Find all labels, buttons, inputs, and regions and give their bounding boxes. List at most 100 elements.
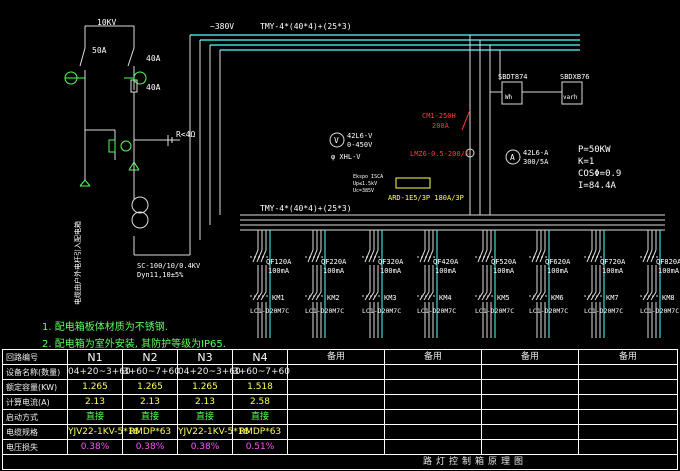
table-cell: [578, 394, 678, 410]
incomer-breaker-model: CM1-250H: [422, 112, 456, 120]
wh-meter-model: SBDT874: [498, 73, 528, 81]
ground-resistance: R<4Ω: [176, 130, 195, 139]
feeder-4: [417, 230, 438, 338]
table-cell: 0.38%: [177, 439, 233, 455]
feeder-breaker-label: QF820A: [656, 258, 680, 266]
table-cell: [578, 409, 678, 425]
table-cell: 0.38%: [122, 439, 178, 455]
ammeter-range: 300/5A: [523, 158, 549, 166]
vertical-note: 电缆由户外电杆引入配电箱: [73, 221, 82, 305]
table-cell: YJV22-1KV-5*16: [67, 424, 139, 440]
feeder-rcd-label: 100mA: [435, 267, 457, 275]
transformer-symbol: [131, 196, 149, 229]
load-factor: K=1: [578, 157, 594, 167]
load-current: I=84.4A: [578, 181, 617, 191]
feeder-contactor-model: LC1-D20M7C: [417, 307, 456, 315]
table-cell: 直接: [122, 409, 178, 425]
feeder-rcd-label: 100mA: [323, 267, 345, 275]
feeder-labels: QF120A100mAKM1LC1-D20M7CQF220A100mAKM2LC…: [250, 258, 680, 315]
voltmeter-model: 42L6-V: [347, 132, 373, 140]
table-cell: [287, 424, 385, 440]
header-cell: N1: [67, 349, 123, 365]
load-cosphi: COSΦ=0.9: [578, 169, 621, 179]
header-cell: 备用: [384, 349, 482, 365]
feeder-contactor-model: LC1-D20M7C: [362, 307, 401, 315]
table-cell: [384, 439, 482, 455]
hv-green-elements: [64, 71, 147, 187]
secondary-bus-label: TMY-4*(40*4)+(25*3): [260, 204, 352, 213]
feeder-breaker-label: QF320A: [378, 258, 404, 266]
table-cell: [481, 439, 579, 455]
table-cell: [578, 424, 678, 440]
feeder-contactor-model: LC1-D20M7C: [584, 307, 623, 315]
feeder-contactor-model: LC1-D20M7C: [250, 307, 289, 315]
wh-meter-box: Wh: [505, 94, 513, 101]
feeder-3: [362, 230, 383, 338]
table-cell: [481, 409, 579, 425]
table-cell: 3+60~7+60: [232, 364, 290, 380]
fuse-50a: 50A: [92, 46, 107, 55]
feeder-contactor-id: KM5: [497, 294, 510, 302]
feeder-rcd-label: 100mA: [268, 267, 290, 275]
table-cell: 2.13: [67, 394, 123, 410]
table-row: 启动方式直接直接直接直接: [2, 409, 678, 425]
voltage-10kv: 10KV: [97, 18, 116, 27]
feeder-contactor-id: KM3: [384, 294, 397, 302]
table-cell: [384, 424, 482, 440]
feeder-8: [640, 230, 661, 338]
header-label: 回路编号: [2, 349, 68, 365]
feeder-contactor-id: KM8: [662, 294, 675, 302]
table-cell: 直接: [232, 409, 288, 425]
feeder-breaker-label: QF620A: [545, 258, 571, 266]
voltmeter-symbol-label: V: [334, 136, 339, 145]
table-cell: RMDP*63: [122, 424, 178, 440]
secondary-bus: [240, 214, 665, 231]
table-cell: [578, 439, 678, 455]
table-cell: 直接: [177, 409, 233, 425]
feeder-5: [475, 230, 496, 338]
feeder-2: [305, 230, 326, 338]
feeder-1: [250, 230, 271, 338]
header-cell: 备用: [287, 349, 385, 365]
row-label: 电压损失: [2, 439, 68, 455]
ammeter-model: 42L6-A: [523, 149, 549, 157]
bus-tmy-label: TMY-4*(40*4)+(25*3): [260, 22, 352, 31]
incomer-breaker-symbol: [461, 109, 471, 131]
table-cell: [481, 394, 579, 410]
table-footer: 路灯控制箱原理图: [2, 454, 678, 470]
feeder-breaker-label: QF720A: [600, 258, 626, 266]
table-cell: 1.265: [122, 379, 178, 395]
note-2: 2. 配电箱为室外安装, 其防护等级为IP65.: [42, 339, 226, 350]
feeder-rcd-label: 100mA: [658, 267, 680, 275]
switch-40a-top: 40A: [146, 54, 161, 63]
table-cell: [287, 409, 385, 425]
varh-meter-box: varh: [563, 94, 578, 101]
switch-40a-bot: 40A: [146, 83, 161, 92]
table-cell: [578, 364, 678, 380]
table-cell: [481, 379, 579, 395]
spd-small-3: Uc=385V: [353, 188, 374, 194]
voltmeter-range: 0-450V: [347, 141, 373, 149]
table-cell: 1.518: [232, 379, 288, 395]
table-cell: RMDP*63: [232, 424, 288, 440]
table-cell: 直接: [67, 409, 123, 425]
feeder-contactor-id: KM1: [272, 294, 285, 302]
table-cell: [384, 379, 482, 395]
feeder-contactor-model: LC1-D20M7C: [305, 307, 344, 315]
incomer-breaker-rating: 200A: [432, 122, 450, 130]
voltmeter-switch: φ XHL-V: [331, 153, 361, 161]
table-cell: 04+20~3+60: [67, 364, 131, 380]
table-cell: [481, 424, 579, 440]
table-cell: [287, 364, 385, 380]
spd-label: ARD-1E5/3P 180A/3P: [388, 194, 464, 202]
header-cell: N3: [177, 349, 233, 365]
feeder-contactor-model: LC1-D20M7C: [529, 307, 568, 315]
table-cell: 3+60~7+60: [122, 364, 180, 380]
ammeter-symbol-label: A: [510, 153, 515, 162]
transformer-model: SC-100/10/0.4KV: [137, 262, 201, 270]
feeder-contactor-id: KM7: [606, 294, 619, 302]
current-transformer: LMZ6-0.5-200/5: [410, 150, 469, 158]
